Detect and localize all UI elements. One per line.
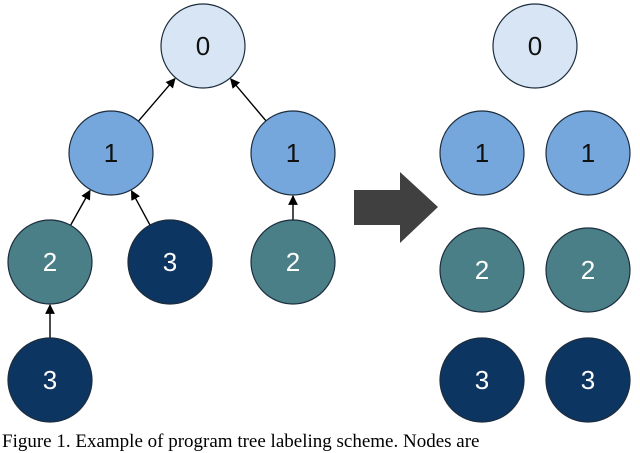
labeled-node-r0: 0 <box>492 3 578 89</box>
node-label: 1 <box>475 138 489 168</box>
node-circle <box>7 219 93 305</box>
tree-edges <box>45 77 298 338</box>
labeled-nodes: 0 1 1 2 2 3 3 <box>439 3 631 423</box>
node-label: 1 <box>286 138 300 168</box>
edge-arrow-3 <box>130 189 151 226</box>
node-circle <box>68 110 154 196</box>
node-circle <box>545 337 631 423</box>
node-label: 1 <box>581 138 595 168</box>
node-label: 0 <box>528 31 542 61</box>
node-label: 2 <box>475 255 489 285</box>
node-circle <box>439 110 525 196</box>
tree-node-t2a: 2 <box>7 219 93 305</box>
node-label: 2 <box>581 255 595 285</box>
node-circle <box>7 337 93 423</box>
node-label: 3 <box>43 365 57 395</box>
node-circle <box>492 3 578 89</box>
labeled-node-r2b: 2 <box>545 227 631 313</box>
node-circle <box>250 110 336 196</box>
labeled-node-r1b: 1 <box>545 110 631 196</box>
edge-arrow-1 <box>230 78 267 122</box>
tree-node-t3a: 3 <box>127 219 213 305</box>
edge-arrow-2 <box>69 189 91 226</box>
node-label: 3 <box>475 365 489 395</box>
node-circle <box>250 219 336 305</box>
labeled-node-r3a: 3 <box>439 337 525 423</box>
tree-node-t0: 0 <box>160 3 246 89</box>
node-label: 2 <box>43 247 57 277</box>
tree-node-t2b: 2 <box>250 219 336 305</box>
labeled-node-r2a: 2 <box>439 227 525 313</box>
transform-arrow-icon <box>354 172 438 243</box>
node-circle <box>439 337 525 423</box>
node-label: 0 <box>196 31 210 61</box>
node-circle <box>127 219 213 305</box>
tree-node-t3b: 3 <box>7 337 93 423</box>
node-label: 3 <box>163 247 177 277</box>
edge-arrow-0 <box>137 77 176 122</box>
figure-caption: Figure 1. Example of program tree labeli… <box>2 431 480 452</box>
node-label: 2 <box>286 247 300 277</box>
node-label: 3 <box>581 365 595 395</box>
node-circle <box>160 3 246 89</box>
labeled-node-r1a: 1 <box>439 110 525 196</box>
node-circle <box>545 227 631 313</box>
node-circle <box>545 110 631 196</box>
node-label: 1 <box>104 138 118 168</box>
tree-node-t1a: 1 <box>68 110 154 196</box>
labeled-node-r3b: 3 <box>545 337 631 423</box>
tree-node-t1b: 1 <box>250 110 336 196</box>
tree-nodes: 0 1 1 2 3 2 3 <box>7 3 336 423</box>
node-circle <box>439 227 525 313</box>
